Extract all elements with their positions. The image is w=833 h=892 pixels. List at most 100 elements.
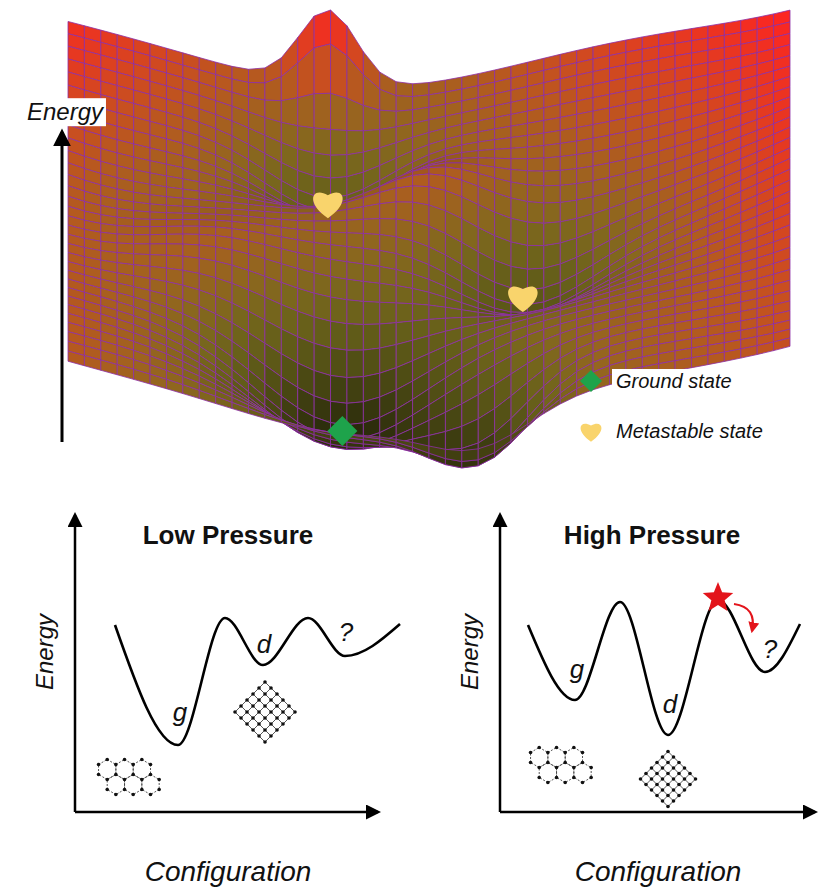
atom bbox=[123, 788, 127, 792]
surface-patch bbox=[462, 449, 478, 462]
surface-patch bbox=[281, 194, 297, 209]
surface-patch bbox=[347, 262, 363, 282]
surface-patch bbox=[150, 219, 166, 226]
atom bbox=[677, 772, 681, 776]
surface-patch bbox=[347, 131, 363, 155]
axis-label: Configuration bbox=[145, 856, 312, 888]
surface-patch bbox=[380, 110, 396, 129]
atom bbox=[293, 710, 297, 714]
atom bbox=[666, 805, 670, 809]
legend-sample bbox=[576, 416, 606, 446]
atom bbox=[263, 728, 267, 732]
atom bbox=[105, 778, 109, 782]
atom bbox=[281, 698, 285, 702]
surface-patch bbox=[478, 149, 494, 158]
surface-patch bbox=[527, 171, 543, 186]
atom bbox=[589, 766, 593, 770]
state-label: d bbox=[257, 630, 271, 660]
surface-patch bbox=[183, 244, 199, 258]
surface-patch bbox=[380, 425, 396, 442]
atom bbox=[239, 716, 243, 720]
atom bbox=[655, 783, 659, 787]
atom bbox=[263, 716, 267, 720]
surface-patch bbox=[281, 420, 297, 431]
atom bbox=[251, 728, 255, 732]
atom bbox=[672, 799, 676, 803]
surface-patch bbox=[134, 227, 150, 235]
atom bbox=[672, 755, 676, 759]
surface-patch bbox=[478, 443, 494, 459]
surface-patch bbox=[347, 279, 363, 301]
surface-patch bbox=[363, 204, 379, 219]
surface-patch bbox=[150, 204, 166, 213]
surface-patch bbox=[314, 221, 330, 232]
surface-patch bbox=[527, 146, 543, 159]
atom bbox=[572, 766, 576, 770]
state-label: g bbox=[570, 655, 584, 685]
state-label: ? bbox=[339, 618, 353, 648]
atom bbox=[666, 750, 670, 754]
surface-patch bbox=[134, 219, 150, 227]
surface-patch bbox=[511, 218, 527, 245]
atom bbox=[661, 766, 665, 770]
surface-patch bbox=[150, 255, 166, 268]
surface-patch bbox=[298, 208, 314, 213]
atom bbox=[661, 777, 665, 781]
surface-patch bbox=[396, 202, 412, 221]
atom bbox=[275, 692, 279, 696]
atom bbox=[149, 793, 153, 797]
state-label: g bbox=[173, 698, 187, 728]
atom bbox=[239, 704, 243, 708]
surface-patch bbox=[134, 254, 150, 266]
surface-patch bbox=[380, 219, 396, 237]
surface-patch bbox=[265, 77, 281, 101]
atom bbox=[683, 777, 687, 781]
surface-patch bbox=[68, 351, 84, 366]
surface-patch bbox=[117, 217, 133, 226]
surface-patch bbox=[166, 205, 182, 213]
atom bbox=[257, 734, 261, 738]
surface-patch bbox=[511, 418, 527, 443]
atom bbox=[157, 788, 161, 792]
atom bbox=[644, 772, 648, 776]
atom bbox=[688, 783, 692, 787]
atom bbox=[275, 728, 279, 732]
atom bbox=[263, 692, 267, 696]
surface-patch bbox=[298, 48, 314, 98]
atom bbox=[114, 793, 118, 797]
surface-patch bbox=[396, 82, 412, 97]
surface-patch bbox=[347, 219, 363, 233]
surface-patch bbox=[527, 400, 543, 426]
surface-patch bbox=[281, 418, 297, 432]
plot-title: High Pressure bbox=[564, 521, 740, 551]
surface-patch bbox=[298, 207, 314, 212]
state-label: d bbox=[663, 690, 677, 720]
surface-patch bbox=[347, 350, 363, 377]
surface-patch bbox=[560, 184, 576, 203]
axis-label: Energy bbox=[31, 614, 59, 690]
atom bbox=[251, 704, 255, 708]
surface-patch bbox=[150, 226, 166, 234]
surface-patch bbox=[363, 233, 379, 250]
atom bbox=[287, 716, 291, 720]
atom bbox=[639, 777, 643, 781]
atom bbox=[131, 793, 135, 797]
surface-patch bbox=[298, 203, 314, 214]
surface-patch bbox=[331, 259, 347, 279]
surface-patch bbox=[363, 264, 379, 283]
surface-patch bbox=[199, 214, 215, 221]
surface-patch bbox=[298, 425, 314, 430]
low-pressure-axes bbox=[75, 515, 378, 812]
atom bbox=[563, 781, 567, 785]
surface-patch bbox=[363, 281, 379, 302]
surface-patch bbox=[347, 324, 363, 351]
transition-arrow bbox=[734, 604, 753, 631]
surface-patch bbox=[511, 424, 527, 441]
atom bbox=[529, 751, 533, 755]
surface-patch bbox=[413, 442, 429, 453]
surface-patch bbox=[363, 301, 379, 324]
surface-patch bbox=[527, 202, 543, 224]
atom bbox=[140, 778, 144, 782]
